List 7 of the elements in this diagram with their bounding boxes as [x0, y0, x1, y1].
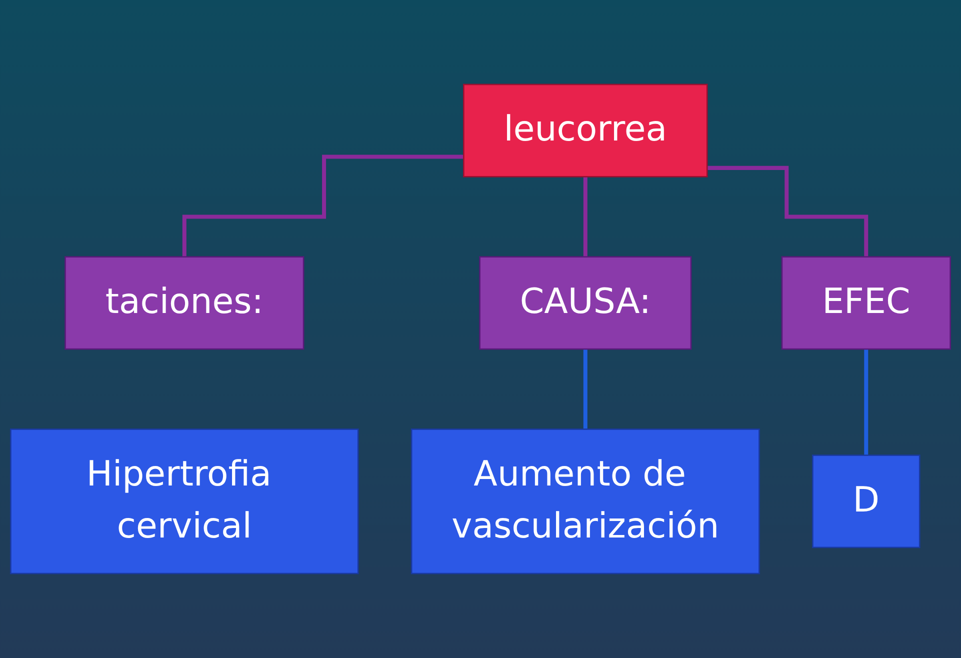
node-box: Aumento de vascularización	[410, 428, 760, 574]
node-box: taciones:	[64, 256, 304, 350]
node-box: CAUSA:	[479, 256, 692, 350]
node-box: Hipertrofia cervical	[10, 428, 359, 574]
node-box: EFEC	[781, 256, 951, 350]
node-box: D	[812, 454, 920, 548]
node-box: leucorrea	[463, 84, 708, 178]
